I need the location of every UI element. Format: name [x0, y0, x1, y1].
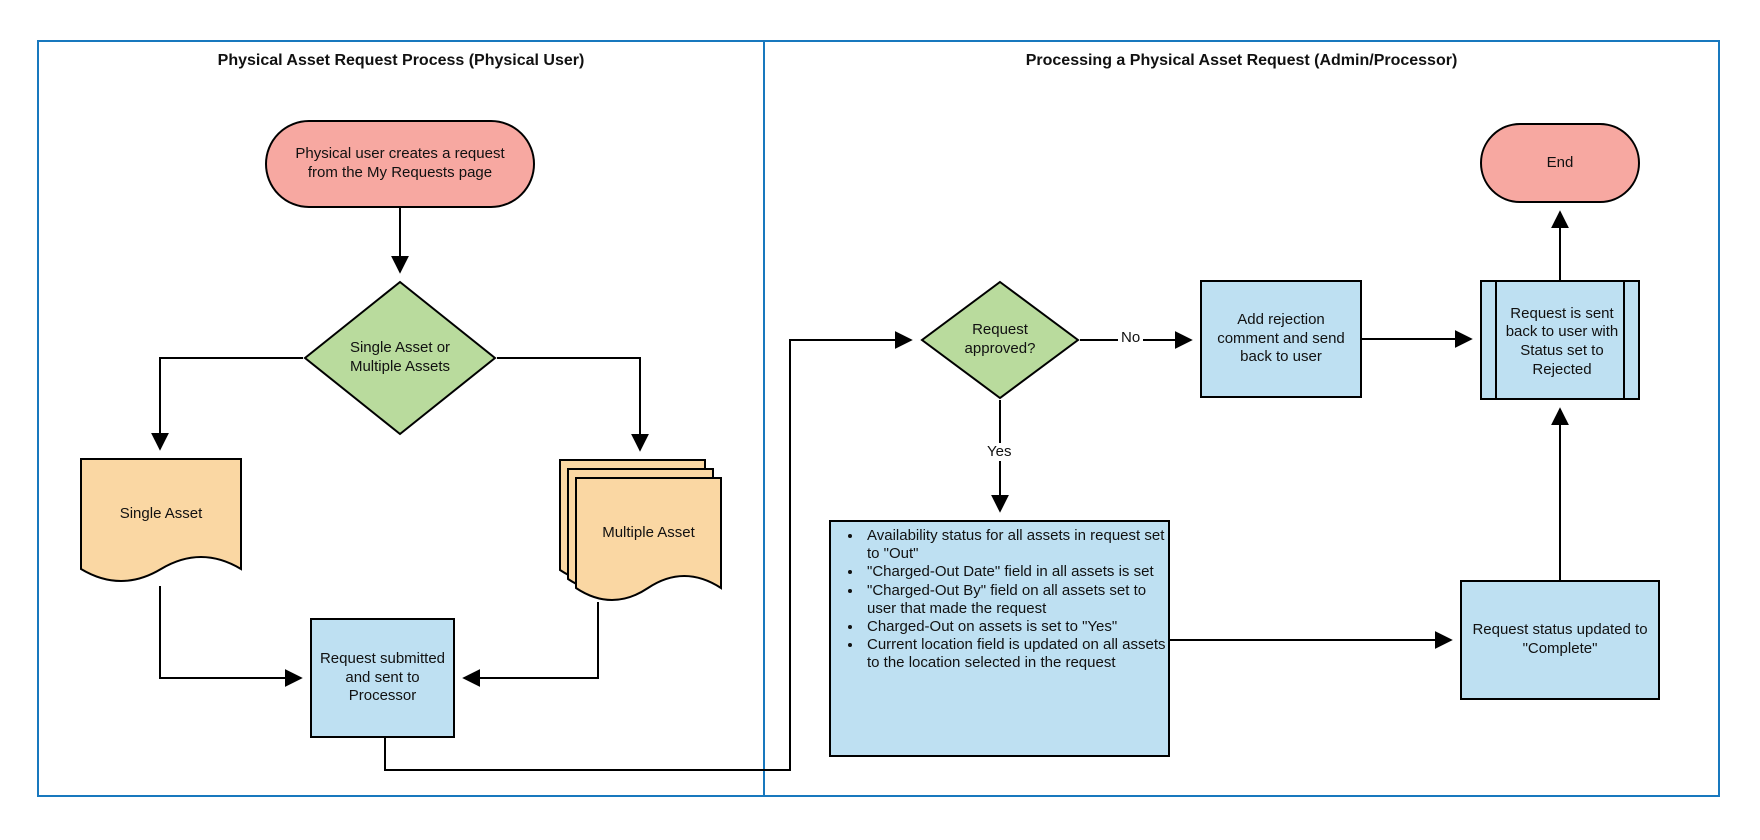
predefined-left-bar [1495, 282, 1497, 398]
single-asset-document: Single Asset [80, 458, 242, 598]
edge-label-no: No [1118, 329, 1144, 347]
multiple-asset-documents: Multiple Asset [559, 459, 722, 614]
decision-asset-count: Single Asset or Multiple Assets [303, 280, 497, 436]
bullet-item: "Charged-Out By" field on all assets set… [863, 582, 1168, 618]
edge-decision-to-multiple [497, 357, 649, 452]
sent-back-rejected-node: Request is sent back to user with Status… [1480, 280, 1640, 400]
bullet-item: Charged-Out on assets is set to "Yes" [863, 618, 1168, 636]
sent-back-rejected-label: Request is sent back to user with Status… [1505, 304, 1619, 378]
status-complete-node: Request status updated to "Complete" [1460, 580, 1660, 700]
decision-request-approved: Request approved? [920, 280, 1080, 400]
single-asset-label: Single Asset [119, 504, 203, 522]
end-node: End [1480, 123, 1640, 203]
bullet-item: "Charged-Out Date" field in all assets i… [863, 563, 1168, 581]
decision-request-approved-label: Request approved? [964, 321, 1036, 357]
left-panel-title: Physical Asset Request Process (Physical… [217, 52, 585, 69]
multiple-asset-label: Multiple Asset [602, 523, 695, 541]
edge-multiple-to-submitted [462, 602, 599, 687]
diamond-shape [920, 280, 1080, 400]
stacked-document-shape [559, 459, 722, 601]
right-panel-frame [763, 40, 1720, 797]
right-panel-title: Processing a Physical Asset Request (Adm… [1025, 52, 1458, 69]
request-submitted-node: Request submitted and sent to Processor [310, 618, 455, 738]
approved-actions-list: Availability status for all assets in re… [831, 527, 1168, 673]
predefined-right-bar [1623, 282, 1625, 398]
edge-decision-to-single [151, 357, 303, 451]
bullet-item: Availability status for all assets in re… [863, 527, 1168, 563]
start-node: Physical user creates a request from the… [265, 120, 535, 208]
edge-single-to-submitted [159, 586, 303, 687]
approved-actions-node: Availability status for all assets in re… [829, 520, 1170, 757]
diamond-shape [303, 280, 497, 436]
edge-label-yes: Yes [984, 443, 1015, 461]
add-rejection-node: Add rejection comment and send back to u… [1200, 280, 1362, 398]
decision-asset-count-label: Single Asset or Multiple Assets [349, 339, 451, 375]
edge-submitted-to-approved [384, 331, 913, 771]
document-shape [80, 458, 242, 582]
bullet-item: Current location field is updated on all… [863, 636, 1168, 672]
